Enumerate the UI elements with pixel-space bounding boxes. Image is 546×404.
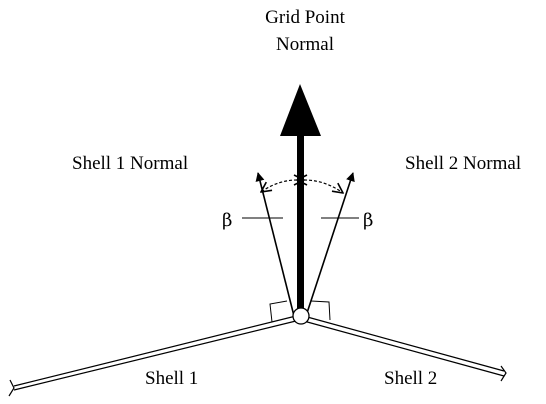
beta-arc-right [304, 180, 343, 193]
shell-2-normal-arrow [305, 172, 355, 317]
shell-2-plate [299, 314, 507, 382]
shell-1-label: Shell 1 [145, 368, 198, 389]
right-angle-marks [269, 300, 331, 323]
beta-label-left: β [222, 210, 232, 231]
shell-1-plate [8, 314, 301, 397]
shell-1-normal-arrow [255, 172, 295, 317]
grid-point-normal-label-line1: Grid Point [265, 7, 345, 28]
beta-label-right: β [363, 210, 373, 231]
beta-arc-left [261, 180, 297, 192]
grid-point-normal-arrow [280, 84, 321, 313]
grid-point [292, 307, 310, 325]
shell-2-label: Shell 2 [384, 368, 437, 389]
grid-point-normal-label-line2: Normal [276, 34, 334, 55]
shell-1-normal-label: Shell 1 Normal [72, 153, 188, 174]
shell-2-normal-label: Shell 2 Normal [405, 153, 521, 174]
